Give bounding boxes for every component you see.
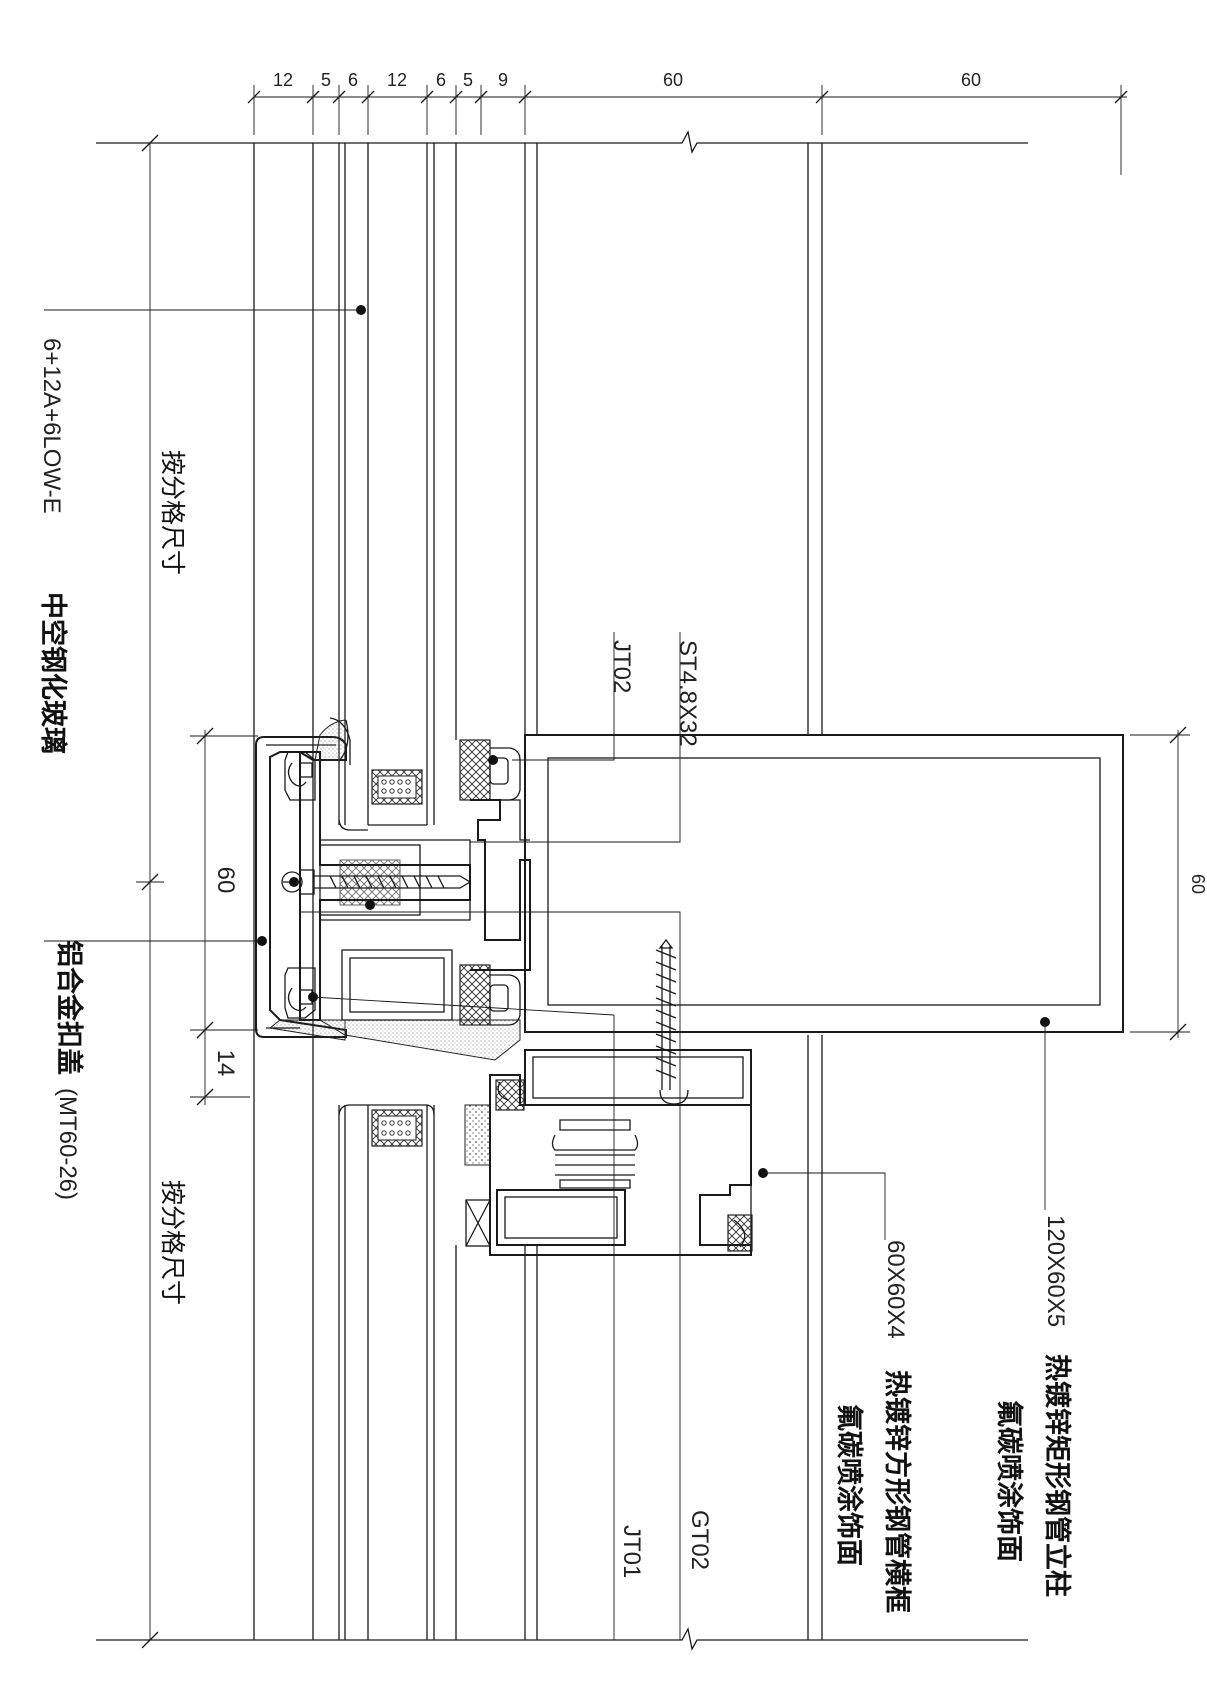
grid-size-upper: 按分格尺寸 <box>158 450 187 575</box>
dim-top-2: 5 <box>321 70 331 90</box>
dim-top-8: 60 <box>663 70 683 90</box>
transom-size-label: 60X60X4 <box>882 1240 909 1339</box>
transom-finish-label: 氟碳喷涂饰面 <box>833 1404 865 1566</box>
jt02-label: JT02 <box>608 640 635 693</box>
dim-top-5: 6 <box>436 70 446 90</box>
screw-st48 <box>281 859 472 906</box>
dim-top-1: 12 <box>273 70 293 90</box>
gt02-label: GT02 <box>686 1510 713 1570</box>
frame-profile <box>341 799 531 1021</box>
steel-transom <box>465 1049 753 1256</box>
dim-top-4: 12 <box>387 70 407 90</box>
labels: 6+12A+6LOW-E 中空钢化玻璃 按分格尺寸 按分格尺寸 铝合金扣盖 (M… <box>37 338 1073 1613</box>
dim-top-7: 9 <box>498 70 508 90</box>
dim-top-3: 6 <box>348 70 358 90</box>
cap-name-label: 铝合金扣盖 <box>53 940 85 1075</box>
dim-mullion-depth: 60 <box>1188 874 1207 894</box>
cap-code-label: (MT60-26) <box>54 1088 81 1200</box>
transom-name-label: 热镀锌方形钢管横框 <box>881 1370 913 1613</box>
mullion-name-label: 热镀锌矩形钢管立柱 <box>1041 1354 1073 1597</box>
glass-spec-label: 6+12A+6LOW-E <box>38 338 65 514</box>
screw-label: ST4.8X32 <box>674 640 701 747</box>
mullion-finish-label: 氟碳喷涂饰面 <box>993 1400 1025 1562</box>
leaders <box>44 305 1050 1640</box>
mullion-size-label: 120X60X5 <box>1042 1215 1069 1327</box>
dim-cover-width: 60 <box>212 867 239 894</box>
dim-gap: 14 <box>212 1050 239 1077</box>
left-dimension: 60 14 <box>136 134 258 1649</box>
break-lines <box>96 130 1028 1651</box>
glass-name-label: 中空钢化玻璃 <box>37 592 69 754</box>
dim-top-6: 5 <box>463 70 473 90</box>
jt01-label: JT01 <box>618 1525 645 1578</box>
dim-top-9: 60 <box>961 70 981 90</box>
grid-size-lower: 按分格尺寸 <box>158 1180 187 1305</box>
glass-layers <box>253 143 823 1640</box>
steel-mullion: 60 <box>524 726 1207 1041</box>
top-dimension-chain: 12 5 6 12 6 5 9 60 60 <box>247 70 1128 175</box>
screw-gt02 <box>655 938 689 1105</box>
gaskets <box>284 739 521 1147</box>
